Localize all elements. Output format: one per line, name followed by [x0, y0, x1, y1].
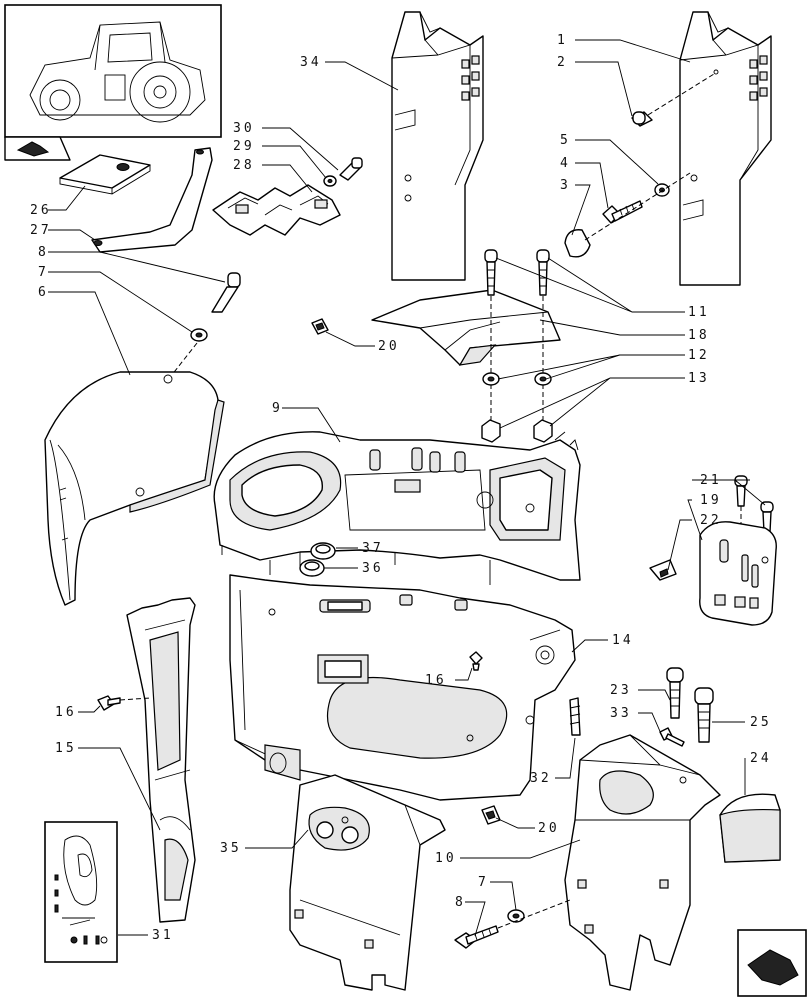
part-8-screw[interactable]: [211, 272, 241, 313]
part-36-grommet[interactable]: [299, 559, 325, 577]
callout-30: 30: [233, 121, 255, 136]
callout-8-upper: 8: [38, 245, 49, 260]
callout-24: 24: [750, 751, 772, 766]
callout-20-upper: 20: [378, 339, 400, 354]
part-11-screw-a[interactable]: [484, 249, 498, 296]
part-10-cover[interactable]: [564, 734, 721, 991]
tractor-thumbnail[interactable]: [4, 4, 222, 138]
part-16-clip-b[interactable]: [97, 695, 121, 711]
callout-23: 23: [610, 683, 632, 698]
callout-11: 11: [688, 305, 710, 320]
callout-3: 3: [560, 178, 571, 193]
callout-16-right: 16: [425, 673, 447, 688]
callout-4: 4: [560, 156, 571, 171]
part-37-grommet[interactable]: [310, 542, 336, 560]
callout-2: 2: [557, 55, 568, 70]
callout-37: 37: [362, 541, 384, 556]
part-20-clip-b[interactable]: [481, 805, 501, 825]
part-15-pillar[interactable]: [126, 597, 196, 923]
part-34-bracket[interactable]: [391, 11, 484, 281]
part-26-plate[interactable]: [59, 154, 151, 195]
part-25-bolt[interactable]: [694, 687, 714, 743]
part-8-bolt-b[interactable]: [454, 925, 499, 949]
callout-34: 34: [300, 55, 322, 70]
part-7-washer-b[interactable]: [507, 909, 525, 923]
callout-10: 10: [435, 851, 457, 866]
part-24-cap[interactable]: [719, 793, 781, 863]
part-11-screw-b[interactable]: [536, 249, 550, 296]
part-27-arm[interactable]: [91, 147, 213, 253]
callout-31: 31: [152, 928, 174, 943]
view-arrow-icon: [4, 136, 71, 161]
part-2-screw[interactable]: [631, 73, 715, 127]
callout-21: 21: [700, 473, 722, 488]
callout-35: 35: [220, 841, 242, 856]
part-16-clip-a[interactable]: [469, 651, 483, 671]
leader-lines: [48, 39, 766, 937]
callout-7-upper: 7: [38, 265, 49, 280]
callout-6: 6: [38, 285, 49, 300]
callout-28: 28: [233, 158, 255, 173]
part-23-bolt[interactable]: [666, 667, 684, 719]
callout-1: 1: [557, 33, 568, 48]
part-1-bracket[interactable]: [679, 11, 772, 286]
callout-9: 9: [272, 401, 283, 416]
part-28-clip[interactable]: [212, 184, 341, 236]
callout-15: 15: [55, 741, 77, 756]
part-12-washers[interactable]: [482, 372, 552, 386]
part-33-screw[interactable]: [659, 727, 685, 747]
axis-line: [497, 899, 571, 929]
part-35-cover[interactable]: [289, 774, 446, 991]
callout-12: 12: [688, 348, 710, 363]
part-19-switch-panel[interactable]: [699, 521, 777, 626]
part-13-nuts[interactable]: [481, 419, 553, 443]
part-22-clip[interactable]: [649, 559, 677, 581]
callout-19: 19: [700, 493, 722, 508]
callout-8-lower: 8: [455, 895, 466, 910]
axis-line: [119, 697, 151, 701]
part-29-washer[interactable]: [323, 175, 337, 187]
part-32-screw[interactable]: [569, 697, 581, 736]
part-5-washer[interactable]: [654, 183, 670, 197]
callout-7-lower: 7: [478, 875, 489, 890]
part-6-shroud[interactable]: [44, 371, 225, 606]
callout-5: 5: [560, 133, 571, 148]
part-3-cap[interactable]: [564, 229, 591, 258]
part-18-deflector[interactable]: [371, 289, 561, 366]
callout-36: 36: [362, 561, 384, 576]
part-7-washer[interactable]: [190, 328, 208, 342]
callout-14: 14: [612, 633, 634, 648]
part-14-console-panel[interactable]: [229, 574, 576, 801]
part-20-clip-a[interactable]: [311, 318, 329, 335]
callout-25: 25: [750, 715, 772, 730]
callout-29: 29: [233, 139, 255, 154]
callout-22: 22: [700, 513, 722, 528]
part-9-console-top[interactable]: [213, 431, 581, 585]
callout-32: 32: [530, 771, 552, 786]
callout-labels: 1 2 5 4 3 34 30 29 28 26 27 8 7 6 11 18 …: [30, 33, 772, 943]
callout-26: 26: [30, 203, 52, 218]
callout-13: 13: [688, 371, 710, 386]
nav-arrow-icon[interactable]: [737, 929, 807, 997]
axis-line: [584, 172, 691, 241]
callout-33: 33: [610, 706, 632, 721]
part-30-screw[interactable]: [339, 157, 363, 181]
callout-16-left: 16: [55, 705, 77, 720]
callout-20-lower: 20: [538, 821, 560, 836]
part-4-bolt[interactable]: [602, 200, 643, 224]
detail-inset-31[interactable]: [44, 821, 118, 963]
callout-27: 27: [30, 223, 52, 238]
callout-18: 18: [688, 328, 710, 343]
